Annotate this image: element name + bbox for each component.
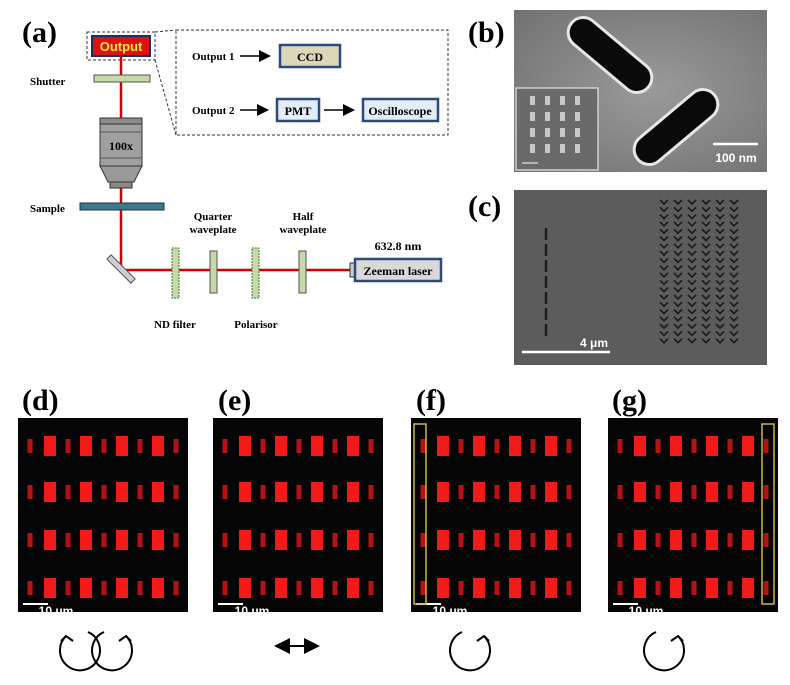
oscilloscope-box bbox=[361, 97, 440, 123]
scale-label-e: 10 μm bbox=[235, 604, 270, 618]
pmt-box bbox=[275, 97, 321, 123]
nd-filter bbox=[171, 247, 180, 299]
panel-label-c: (c) bbox=[468, 190, 501, 223]
emission-image-d bbox=[18, 418, 188, 612]
half-waveplate-label-2: waveplate bbox=[279, 224, 326, 236]
output-detail-box bbox=[175, 29, 449, 136]
panel-label-d: (d) bbox=[22, 384, 59, 417]
objective-lens bbox=[99, 117, 143, 189]
sample-label: Sample bbox=[30, 203, 65, 215]
output-label: Output bbox=[100, 39, 143, 54]
panel-label-b: (b) bbox=[468, 16, 505, 49]
panel-label-g: (g) bbox=[612, 384, 647, 417]
laser-label: Zeeman laser bbox=[364, 264, 434, 278]
sem-image-b bbox=[514, 10, 767, 172]
emission-image-e bbox=[213, 418, 383, 612]
emission-image-f bbox=[411, 418, 581, 612]
emission-image-g bbox=[608, 418, 778, 612]
output2-label: Output 2 bbox=[192, 105, 235, 117]
quarter-waveplate-label-2: waveplate bbox=[189, 224, 236, 236]
scale-label-f: 10 μm bbox=[433, 604, 468, 618]
panel-label-a: (a) bbox=[22, 16, 57, 49]
sem-image-c bbox=[514, 190, 767, 365]
objective-label: 100x bbox=[109, 139, 133, 153]
pmt-label: PMT bbox=[285, 104, 312, 118]
panel-label-f: (f) bbox=[416, 384, 446, 417]
scale-label-d: 10 μm bbox=[39, 604, 74, 618]
output1-label: Output 1 bbox=[192, 51, 235, 63]
half-waveplate-label-1: Half bbox=[293, 211, 314, 223]
sample-stage bbox=[79, 202, 165, 211]
quarter-waveplate bbox=[209, 250, 218, 294]
ccd-label: CCD bbox=[297, 50, 323, 64]
scale-label-b: 100 nm bbox=[715, 151, 756, 165]
panel-label-e: (e) bbox=[218, 384, 251, 417]
shutter-label: Shutter bbox=[30, 76, 66, 88]
ccd-box bbox=[278, 43, 342, 69]
circular-polarization-icon-f bbox=[449, 631, 491, 672]
oscilloscope-label: Oscilloscope bbox=[368, 104, 432, 118]
wavelength-label: 632.8 nm bbox=[375, 239, 422, 253]
circular-polarization-icon-pair bbox=[59, 631, 133, 672]
mirror bbox=[106, 254, 136, 284]
scale-label-g: 10 μm bbox=[629, 604, 664, 618]
half-waveplate bbox=[298, 250, 307, 294]
shutter bbox=[93, 74, 151, 83]
scale-label-c: 4 μm bbox=[580, 336, 608, 350]
nd-filter-label: ND filter bbox=[154, 319, 196, 331]
polarisor bbox=[251, 247, 260, 299]
quarter-waveplate-label-1: Quarter bbox=[194, 211, 233, 223]
zeeman-laser bbox=[353, 257, 443, 283]
polarisor-label: Polarisor bbox=[234, 319, 277, 331]
circular-polarization-icon-g bbox=[643, 631, 685, 672]
